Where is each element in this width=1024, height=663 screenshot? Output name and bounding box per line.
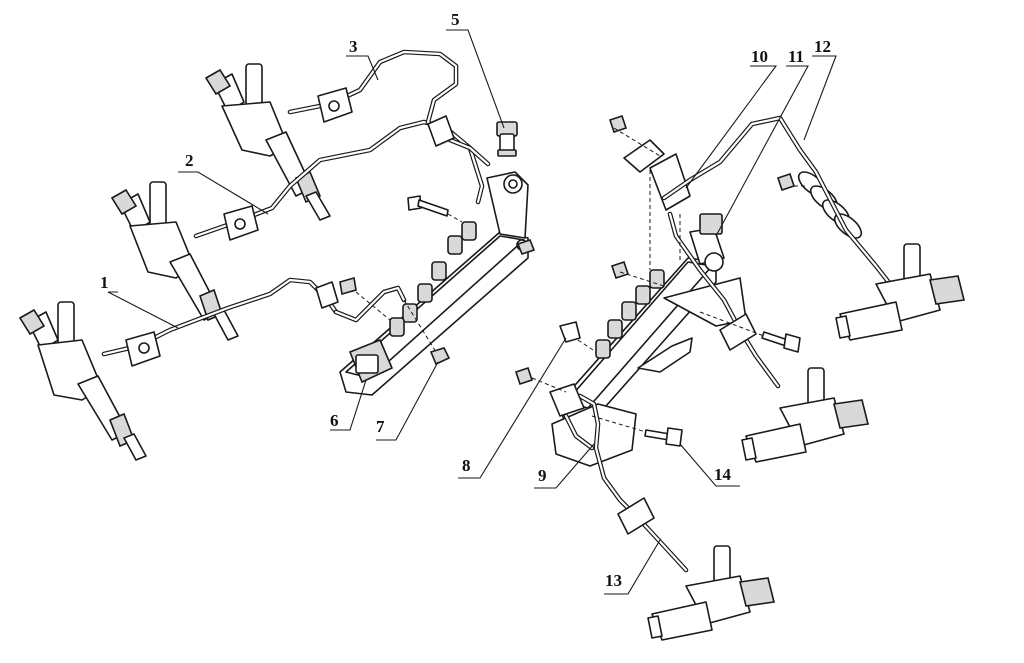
callout-label-13: 13 <box>605 571 622 590</box>
injector-left-2 <box>110 181 239 341</box>
injector-right-2 <box>741 367 869 463</box>
fuel-pipe-11 <box>667 211 781 389</box>
rail-connector-pipes-left <box>333 276 407 323</box>
injector-right-1 <box>835 243 965 341</box>
fuel-rail-left <box>339 171 529 396</box>
callout-14: 14 <box>679 443 740 487</box>
bracket-right-base <box>551 403 637 467</box>
pressure-relief-valve <box>496 121 518 157</box>
callout-label-1: 1 <box>100 273 109 292</box>
fuel-pipe-1 <box>101 277 339 367</box>
injector-left-3 <box>204 63 331 221</box>
bracket-right-upper <box>608 114 691 211</box>
callout-13: 13 <box>604 539 661 595</box>
callout-label-8: 8 <box>462 456 471 475</box>
nut-right-1 <box>610 260 630 280</box>
callout-10: 10 <box>685 47 778 189</box>
washer-stack-12 <box>797 171 863 239</box>
fuel-pipe-9 <box>563 413 595 451</box>
fuel-pipe-10 <box>661 115 893 287</box>
callout-1: 1 <box>100 273 179 329</box>
callout-6: 6 <box>330 379 367 431</box>
callout-5: 5 <box>446 10 505 129</box>
callout-label-3: 3 <box>349 37 358 56</box>
injector-right-3 <box>647 545 775 641</box>
callout-label-7: 7 <box>376 417 385 436</box>
callout-label-2: 2 <box>185 151 194 170</box>
callout-2: 2 <box>178 151 269 215</box>
callout-label-6: 6 <box>330 411 339 430</box>
nut-rail-end <box>516 239 536 255</box>
callout-label-14: 14 <box>714 465 732 484</box>
callout-label-9: 9 <box>538 466 547 485</box>
assembly-dash-lines <box>355 127 808 433</box>
callout-label-12: 12 <box>814 37 831 56</box>
bolt-14 <box>644 427 683 447</box>
fuel-rail-right <box>559 213 725 425</box>
callout-label-10: 10 <box>751 47 768 66</box>
nut-8 <box>559 321 581 343</box>
nut-right-2 <box>514 366 534 386</box>
injector-left-1 <box>18 301 147 461</box>
callout-3: 3 <box>346 37 379 81</box>
fuel-pipe-3 <box>287 49 491 167</box>
rail-bolt-left <box>407 195 449 217</box>
callout-label-11: 11 <box>788 47 804 66</box>
callout-9: 9 <box>534 443 595 489</box>
callout-label-5: 5 <box>451 10 460 29</box>
callout-11: 11 <box>715 47 809 237</box>
fuel-pipe-13 <box>549 383 689 573</box>
nut-right-3 <box>776 172 796 192</box>
callout-8: 8 <box>458 337 567 479</box>
callout-12: 12 <box>803 37 837 141</box>
bolt-right-mid <box>761 331 801 353</box>
callout-7: 7 <box>376 361 439 441</box>
fuel-pipe-2 <box>193 119 485 241</box>
nut-7 <box>429 347 451 366</box>
